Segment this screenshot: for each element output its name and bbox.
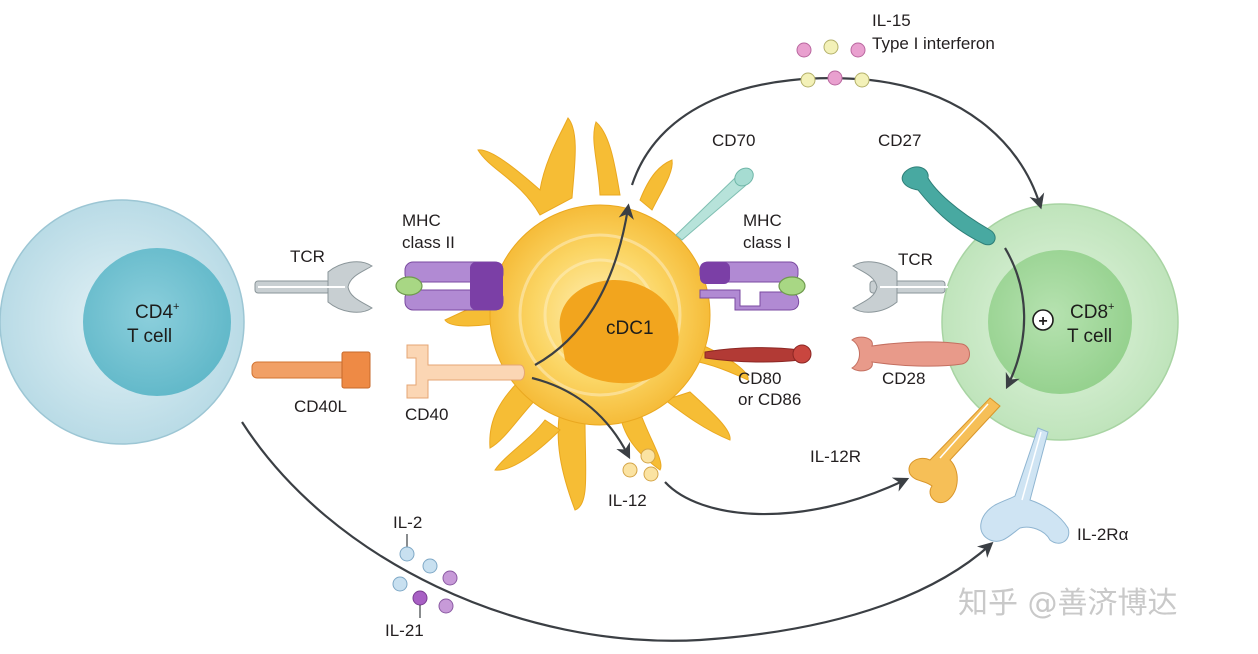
cdc1-cell-name: cDC1	[606, 318, 654, 339]
arrow-cd27-to-il12r	[1004, 247, 1026, 390]
il-2r-alpha-label: IL-2Rα	[1077, 525, 1129, 544]
il-15-cytokines	[796, 39, 870, 88]
mhc-class-i-label-line2: class I	[743, 233, 791, 252]
tcr-left-label: TCR	[290, 247, 325, 266]
arrow-cd40-to-il12	[531, 376, 631, 460]
arrows	[241, 77, 1045, 642]
il-15-label: IL-15	[872, 11, 911, 30]
il-12-cytokines	[622, 448, 659, 482]
il-21-label: IL-21	[385, 621, 424, 640]
cd27-label: CD27	[878, 131, 921, 150]
cd70-ligand	[675, 167, 754, 241]
cd27-receptor	[901, 166, 996, 246]
type-i-interferon-label: Type I interferon	[872, 34, 995, 53]
tcr-right-receptor	[852, 261, 948, 313]
cd4-cell-name: CD4+	[135, 301, 179, 323]
cd40l-ligand	[251, 351, 371, 389]
mhc-class-i-label-line1: MHC	[743, 211, 782, 230]
cdc1-dendritic-cell: cDC1	[444, 117, 749, 511]
il-12-label: IL-12	[608, 491, 647, 510]
mhc-class-ii-label-line2: class II	[402, 233, 455, 252]
antigen-peptide-icon	[395, 276, 423, 296]
cd8-cell-subtitle: T cell	[1067, 326, 1112, 347]
mhc-class-i	[699, 261, 806, 311]
arrow-il12-to-il12r	[664, 477, 910, 516]
cd80-label-line2: or CD86	[738, 390, 801, 409]
cd70-label: CD70	[712, 131, 755, 150]
arrow-cd4-to-il2ra	[241, 421, 994, 642]
cd40l-label: CD40L	[294, 397, 347, 416]
cd40-label: CD40	[405, 405, 448, 424]
tcr-left-receptor	[254, 261, 373, 313]
svg-text:+: +	[1038, 313, 1047, 330]
il-2-il-21-cytokines	[392, 534, 458, 618]
il-12r-receptor	[908, 397, 1001, 504]
plus-sign-icon: +	[1032, 309, 1054, 331]
cd8-cell-name: CD8+	[1070, 301, 1114, 323]
mhc-class-ii-label-line1: MHC	[402, 211, 441, 230]
cd4-t-cell: CD4+ T cell	[0, 199, 245, 445]
watermark-text: 知乎 @善济博达	[958, 586, 1178, 621]
tcr-right-label: TCR	[898, 250, 933, 269]
cd80-label-line1: CD80	[738, 369, 781, 388]
il-2r-alpha-receptor	[980, 427, 1070, 544]
cd8-t-cell: CD8+ T cell +	[941, 203, 1179, 441]
cd28-label: CD28	[882, 369, 925, 388]
mhc-class-ii	[395, 261, 504, 311]
il-2-label: IL-2	[393, 513, 422, 532]
cd28-receptor	[851, 336, 970, 372]
cd40-receptor	[406, 344, 525, 399]
cd80-cd86-ligand	[704, 344, 812, 364]
arrow-cd40-to-dc	[534, 203, 634, 366]
cd4-cell-subtitle: T cell	[127, 326, 172, 347]
arrow-dc-to-il15	[630, 77, 1045, 210]
il-12r-label: IL-12R	[810, 447, 861, 466]
antigen-peptide-icon	[778, 276, 806, 296]
